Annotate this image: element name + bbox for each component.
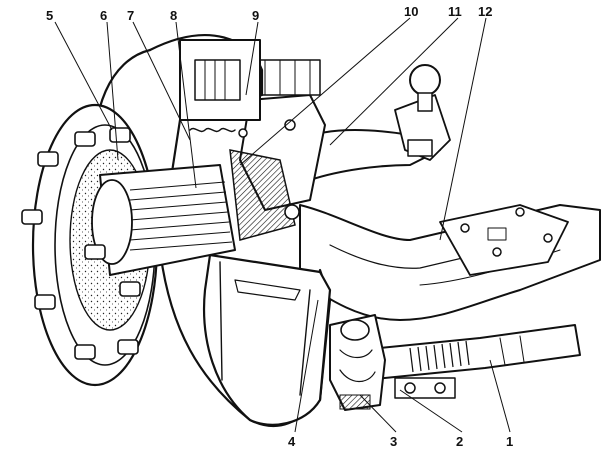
label-4: 4 <box>288 434 296 449</box>
label-11: 11 <box>448 4 462 19</box>
tie-rod <box>359 324 581 399</box>
label-6: 6 <box>100 8 107 23</box>
brake-backing-plate <box>179 39 261 138</box>
steering-arm <box>299 64 451 181</box>
axle-beam <box>299 204 601 321</box>
label-3: 3 <box>390 434 397 449</box>
wheel-hub <box>21 103 236 387</box>
label-2: 2 <box>456 434 463 449</box>
label-7: 7 <box>127 8 134 23</box>
label-9: 9 <box>252 8 259 23</box>
label-8: 8 <box>170 8 177 23</box>
leader-lines <box>54 17 511 433</box>
tie-rod-end <box>329 314 386 411</box>
label-1: 1 <box>506 434 513 449</box>
wheel-studs <box>21 127 141 360</box>
label-10: 10 <box>404 4 418 19</box>
label-5: 5 <box>46 8 53 23</box>
steering-knuckle <box>229 59 326 241</box>
label-12: 12 <box>478 4 492 19</box>
